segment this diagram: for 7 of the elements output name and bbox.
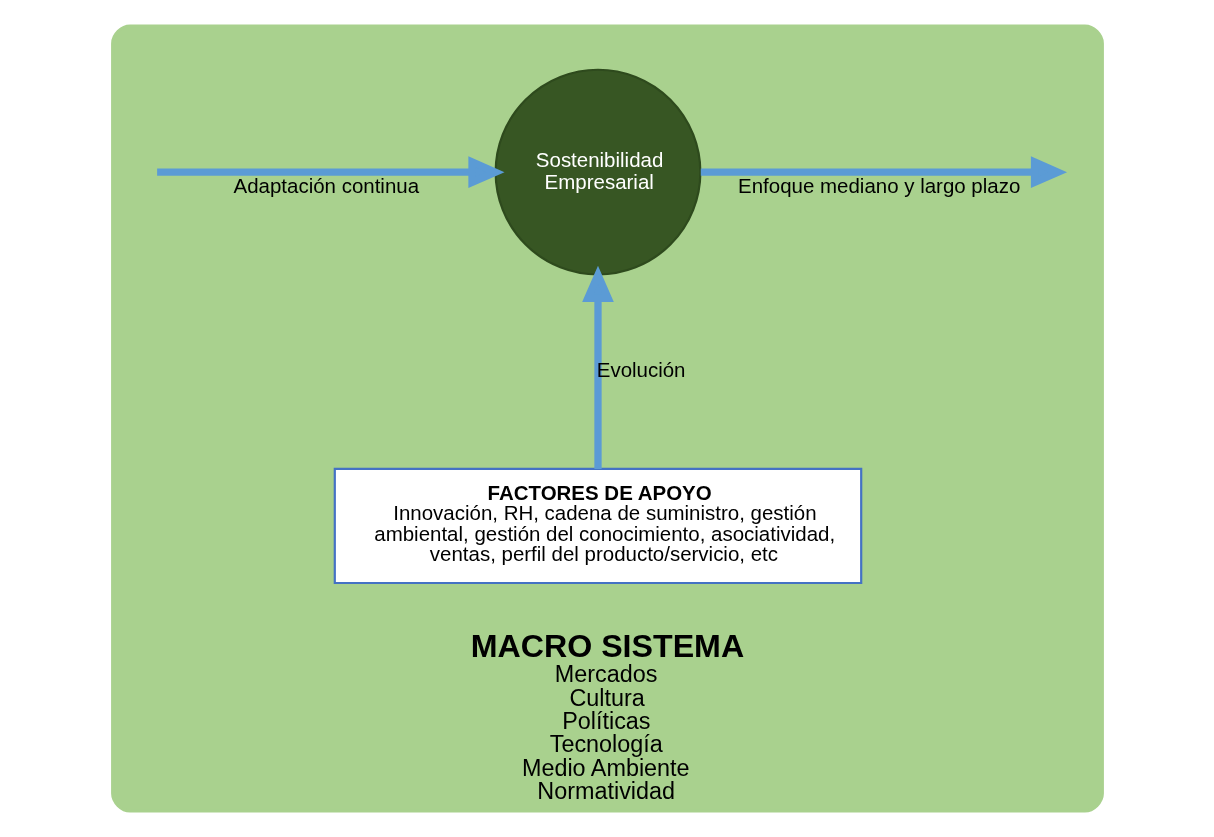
arrow xyxy=(700,156,1067,188)
edge-label: Enfoque mediano y largo plazo xyxy=(737,173,1020,197)
arrow xyxy=(581,265,614,469)
edge-label: Adaptación continua xyxy=(233,173,419,197)
node-circle: Sostenibilidad Empresarial xyxy=(494,68,701,276)
node-box: FACTORES DE APOYO Innovación, RH, cadena de suministro, gestión ambiental, gestión del conocimiento, asociatividad, ventas, perfil del producto/servicio, etc xyxy=(333,467,862,585)
edge-label: Evolución xyxy=(596,358,686,382)
